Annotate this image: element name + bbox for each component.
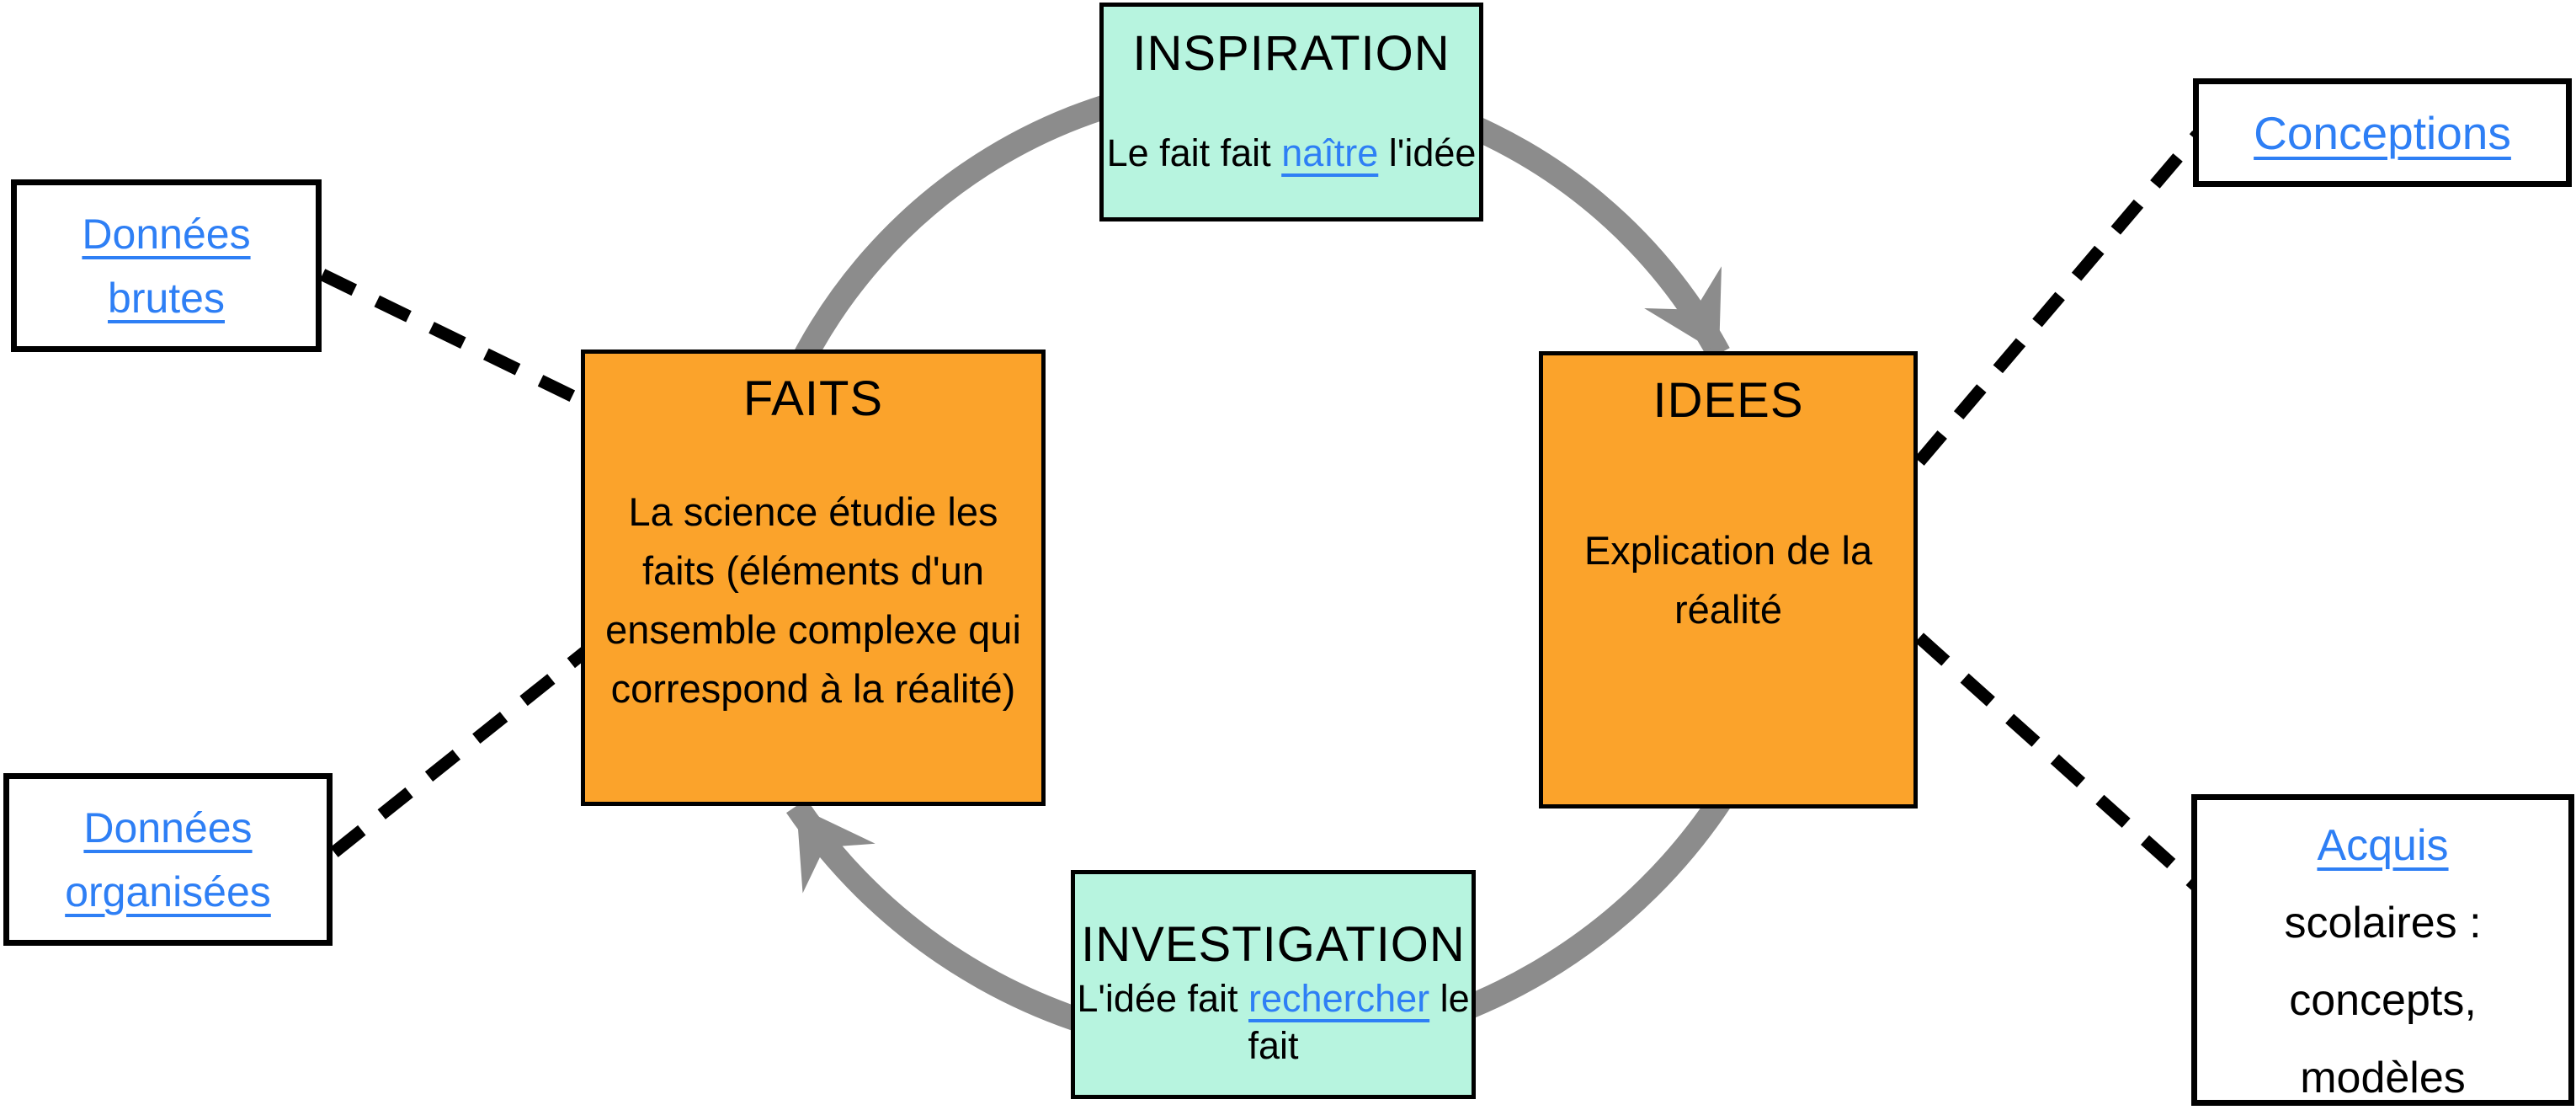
donnees-organisees-link[interactable]: Données organisées xyxy=(65,796,271,924)
dashed-connector-donnees-organisees-faits xyxy=(330,643,593,857)
acquis-link[interactable]: Acquis xyxy=(2317,821,2449,870)
investigation-box: INVESTIGATION L'idée fait rechercher le … xyxy=(1071,870,1476,1099)
dashed-connector-donnees-brutes-faits xyxy=(319,269,593,410)
inspiration-title: INSPIRATION xyxy=(1132,26,1450,81)
investigation-caption-prefix: L'idée fait xyxy=(1077,977,1249,1020)
dashed-connector-idees-conceptions xyxy=(1914,131,2202,466)
faits-title: FAITS xyxy=(742,371,884,426)
faits-body: La science étudie les faits (éléments d'… xyxy=(585,483,1041,718)
conceptions-line: Conceptions xyxy=(2254,106,2511,159)
dashed-connector-idees-acquis xyxy=(1914,632,2202,892)
inspiration-caption-suffix: l'idée xyxy=(1378,131,1477,174)
idees-body-line: réalité xyxy=(1674,586,1782,632)
idees-body: Explication de la réalité xyxy=(1543,521,1913,639)
acquis-rest-line: modèles xyxy=(2300,1054,2466,1102)
donnees-brutes-box: Données brutes xyxy=(11,179,322,352)
donnees-organisees-box: Données organisées xyxy=(3,773,333,946)
acquis-scolaires-box: Acquis scolaires : concepts, modèles xyxy=(2191,794,2574,1106)
conceptions-box: Conceptions xyxy=(2193,78,2572,187)
naitre-link[interactable]: naître xyxy=(1281,131,1379,174)
donnees-brutes-link[interactable]: Données brutes xyxy=(82,202,250,330)
donnees-organisees-line: Données xyxy=(83,803,253,851)
rechercher-link[interactable]: rechercher xyxy=(1248,977,1430,1020)
idees-box: IDEES Explication de la réalité xyxy=(1539,351,1918,808)
acquis-rest-line: scolaires : xyxy=(2284,899,2482,947)
donnees-organisees-line: organisées xyxy=(65,867,271,915)
faits-body-line: La science étudie les xyxy=(628,488,998,534)
donnees-brutes-line: brutes xyxy=(108,274,225,322)
inspiration-caption-prefix: Le fait fait xyxy=(1106,131,1282,174)
investigation-caption-suffix: le fait xyxy=(1248,977,1470,1067)
inspiration-caption: Le fait fait naître l'idée xyxy=(1104,130,1479,177)
idees-title: IDEES xyxy=(1653,373,1804,428)
acquis-rest-line: concepts, xyxy=(2289,976,2477,1025)
investigation-caption: L'idée fait rechercher le fait xyxy=(1075,975,1472,1070)
idees-body-line: Explication de la xyxy=(1583,527,1873,573)
faits-body-line: ensemble complexe qui xyxy=(605,606,1021,652)
inspiration-box: INSPIRATION Le fait fait naître l'idée xyxy=(1099,3,1483,221)
investigation-title: INVESTIGATION xyxy=(1081,917,1466,972)
faits-box: FAITS La science étudie les faits (éléme… xyxy=(581,350,1046,806)
conceptions-link[interactable]: Conceptions xyxy=(2254,101,2511,165)
faits-body-line: correspond à la réalité) xyxy=(610,665,1016,711)
donnees-brutes-line: Données xyxy=(82,210,251,258)
faits-body-line: faits (éléments d'un xyxy=(641,547,985,593)
